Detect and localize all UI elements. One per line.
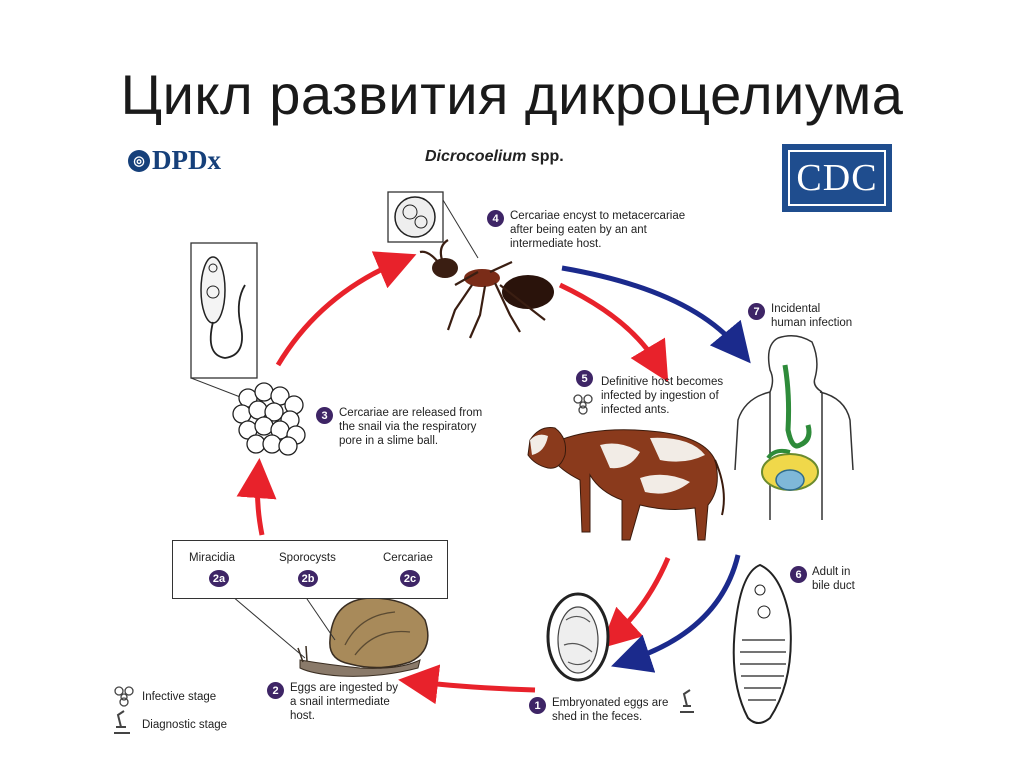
stage-2-line: Eggs are ingested by — [290, 681, 398, 695]
snail-stage-cercariae-label: Cercariae — [383, 552, 433, 564]
stage-5-text: Definitive host becomes infected by inge… — [601, 375, 723, 417]
stage-5-line: infected ants. — [601, 403, 723, 417]
arrow-slimeball-to-ant — [278, 262, 398, 365]
biohazard-icon-legend — [115, 687, 133, 706]
stage-6-line: Adult in — [812, 565, 855, 579]
stage-4-line: after being eaten by an ant — [510, 223, 685, 237]
snail-stage-sporocysts-label: Sporocysts — [279, 552, 336, 564]
stage-5-line: infected by ingestion of — [601, 389, 723, 403]
snail — [232, 596, 428, 676]
biohazard-icon-stage5 — [574, 395, 592, 414]
cercaria-inset — [191, 243, 257, 400]
microscope-icon-legend — [114, 711, 130, 733]
stage-6-line: bile duct — [812, 579, 855, 593]
metacercaria-inset — [388, 192, 478, 258]
stage-7-badge: 7 — [748, 303, 765, 320]
snail-stage-sporocysts-badge: 2b — [298, 570, 318, 587]
microscope-icon-stage1 — [680, 690, 694, 712]
stage-3-text: Cercariae are released from the snail vi… — [339, 406, 482, 448]
stage-1-line: shed in the feces. — [552, 710, 668, 724]
legend-diagnostic-stage: Diagnostic stage — [142, 719, 227, 731]
snail-stage-cercariae-badge: 2c — [400, 570, 420, 587]
arrow-human-to-eggs — [630, 555, 738, 660]
stage-3-line: pore in a slime ball. — [339, 434, 482, 448]
stage-7-text: Incidental human infection — [771, 302, 852, 330]
stage-7-line: Incidental — [771, 302, 852, 316]
stage-3-line: the snail via the respiratory — [339, 420, 482, 434]
embryonated-egg — [548, 594, 608, 680]
arrow-ant-to-human — [562, 268, 738, 348]
arrow-snail-to-slimeball — [258, 478, 263, 535]
cow — [528, 428, 724, 541]
adult-fluke — [734, 565, 791, 723]
snail-stage-miracidia-badge: 2a — [209, 570, 229, 587]
stage-3-badge: 3 — [316, 407, 333, 424]
stage-2-text: Eggs are ingested by a snail intermediat… — [290, 681, 398, 723]
snail-stage-miracidia-label: Miracidia — [189, 552, 235, 564]
stage-5-badge: 5 — [576, 370, 593, 387]
stage-5-line: Definitive host becomes — [601, 375, 723, 389]
stage-2-badge: 2 — [267, 682, 284, 699]
stage-1-line: Embryonated eggs are — [552, 696, 668, 710]
human-body — [735, 336, 853, 520]
ant — [420, 240, 554, 338]
legend-infective-stage: Infective stage — [142, 691, 216, 703]
arrow-eggs-to-snail — [418, 682, 535, 690]
stage-7-line: human infection — [771, 316, 852, 330]
stage-6-badge: 6 — [790, 566, 807, 583]
arrow-ant-to-cow — [560, 285, 658, 365]
stage-4-line: intermediate host. — [510, 237, 685, 251]
stage-3-line: Cercariae are released from — [339, 406, 482, 420]
stage-6-text: Adult in bile duct — [812, 565, 855, 593]
stage-2-line: a snail intermediate — [290, 695, 398, 709]
stage-4-line: Cercariae encyst to metacercariae — [510, 209, 685, 223]
stage-4-text: Cercariae encyst to metacercariae after … — [510, 209, 685, 251]
stage-1-text: Embryonated eggs are shed in the feces. — [552, 696, 668, 724]
stage-4-badge: 4 — [487, 210, 504, 227]
stage-2-line: host. — [290, 709, 398, 723]
slime-ball — [233, 383, 305, 455]
arrow-cow-to-eggs — [615, 558, 668, 635]
stage-1-badge: 1 — [529, 697, 546, 714]
